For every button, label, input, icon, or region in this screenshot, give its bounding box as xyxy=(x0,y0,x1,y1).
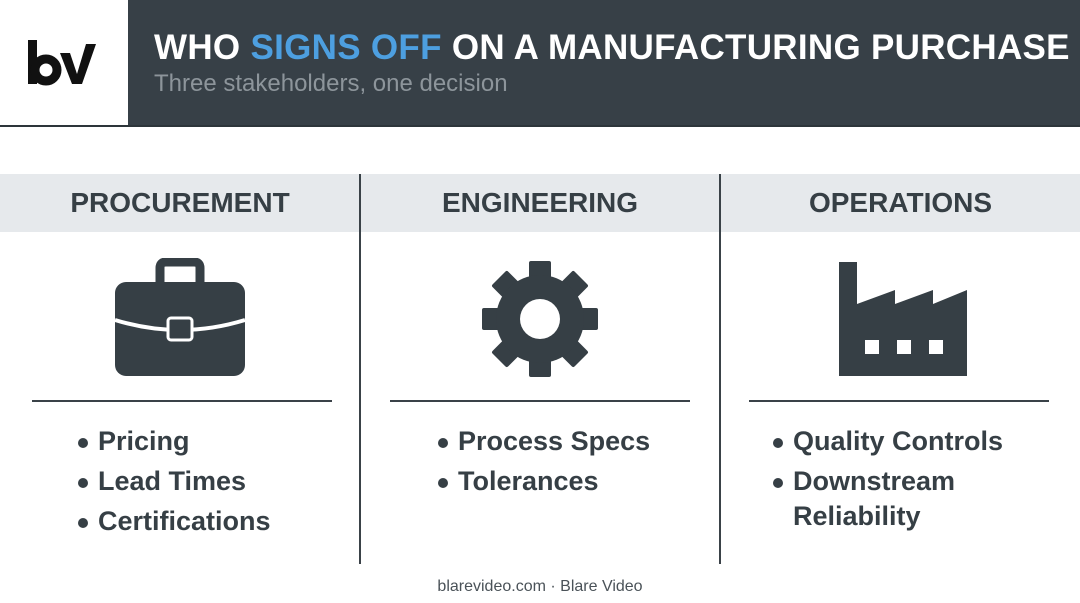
column-title-engineering: ENGINEERING xyxy=(441,187,639,218)
section-rule xyxy=(749,400,1049,402)
list-item: Process Specs xyxy=(438,424,708,459)
title-part-2: ON A MANUFACTURING PURCHASE xyxy=(441,28,1070,67)
header-rule xyxy=(0,125,1080,127)
briefcase-icon xyxy=(114,258,246,376)
list-item: Quality Controls xyxy=(773,424,1018,459)
column-divider xyxy=(719,174,721,564)
column-divider xyxy=(359,174,361,564)
list-item: Tolerances xyxy=(438,464,708,499)
engineering-icon-area xyxy=(361,255,719,383)
factory-icon xyxy=(838,262,967,376)
list-item: Certifications xyxy=(78,504,348,539)
page-subtitle: Three stakeholders, one decision xyxy=(154,70,508,97)
list-item: Lead Times xyxy=(78,464,348,499)
procurement-icon-area xyxy=(0,255,360,383)
page-title: WHO SIGNS OFF ON A MANUFACTURING PURCHAS… xyxy=(154,28,1070,68)
title-part-1: WHO xyxy=(154,28,251,67)
title-accent: SIGNS OFF xyxy=(250,28,442,67)
footer-credit: blarevideo.com · Blare Video xyxy=(437,578,643,595)
section-rule xyxy=(32,400,332,402)
header-bar: WHO SIGNS OFF ON A MANUFACTURING PURCHAS… xyxy=(128,0,1080,125)
list-item: Pricing xyxy=(78,424,348,459)
procurement-bullet-list: Pricing Lead Times Certifications xyxy=(78,424,348,544)
gear-icon xyxy=(482,261,598,377)
engineering-bullet-list: Process Specs Tolerances xyxy=(438,424,708,504)
column-title-operations: OPERATIONS xyxy=(808,187,993,218)
column-title-procurement: PROCUREMENT xyxy=(70,187,290,218)
list-item: Downstream Reliability xyxy=(773,464,1018,534)
section-rule xyxy=(390,400,690,402)
operations-icon-area xyxy=(721,255,1080,383)
bv-logo-icon xyxy=(28,39,96,85)
brand-logo xyxy=(0,0,128,125)
column-header-band xyxy=(0,174,1080,232)
operations-bullet-list: Quality Controls Downstream Reliability xyxy=(773,424,1018,539)
